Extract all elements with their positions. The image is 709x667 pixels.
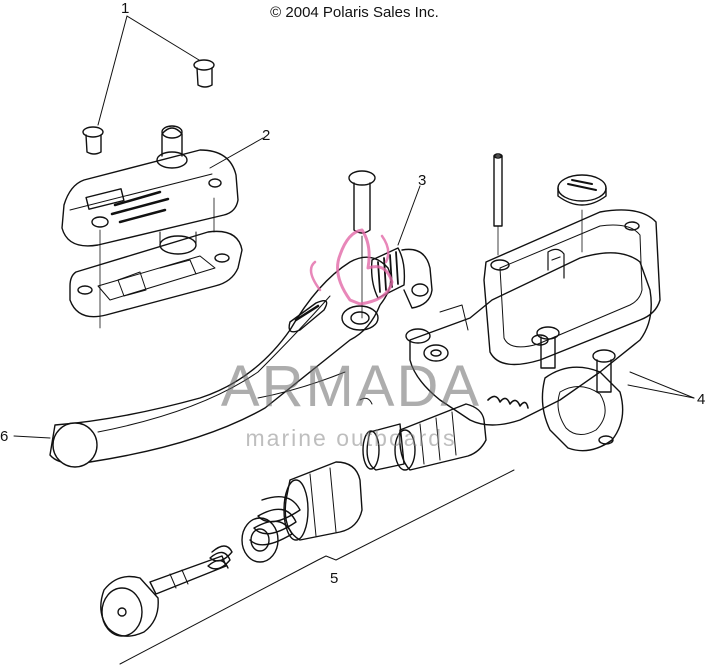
clamp-bolt-left [536,326,560,369]
piston [394,403,487,471]
washer [241,517,279,563]
callout-6: 6 [0,428,9,445]
bleed-screw [493,153,503,256]
inner-spring [207,545,233,570]
piston-rod [362,423,405,471]
lever-adjuster [370,247,433,309]
rivet-lower [82,126,104,155]
reservoir-cover [61,125,239,247]
callout-3: 3 [418,172,427,189]
spring [249,496,301,546]
rivet-upper [193,59,215,88]
pivot-pin [348,170,376,319]
watermark-logo [309,228,394,306]
leader-lines [13,15,695,665]
master-cylinder-body [405,252,652,426]
callout-5: 5 [330,570,339,587]
primary-cup [283,461,363,541]
callout-4: 4 [697,391,706,408]
return-spring-small [487,395,529,409]
clamp-bolt-right [592,349,616,393]
watermark-tagline: marine outboards [245,425,457,451]
fluid-reservoir [483,209,661,366]
callout-1: 1 [121,0,130,17]
reservoir-cap [557,174,607,253]
dust-boot [100,575,159,637]
copyright-notice: © 2004 Polaris Sales Inc. [270,4,439,21]
push-rod [149,555,227,595]
reservoir-diaphragm [69,197,243,329]
watermark-brand: ARMADA [220,354,482,419]
callout-2: 2 [262,127,271,144]
handlebar-clamp [541,366,624,452]
